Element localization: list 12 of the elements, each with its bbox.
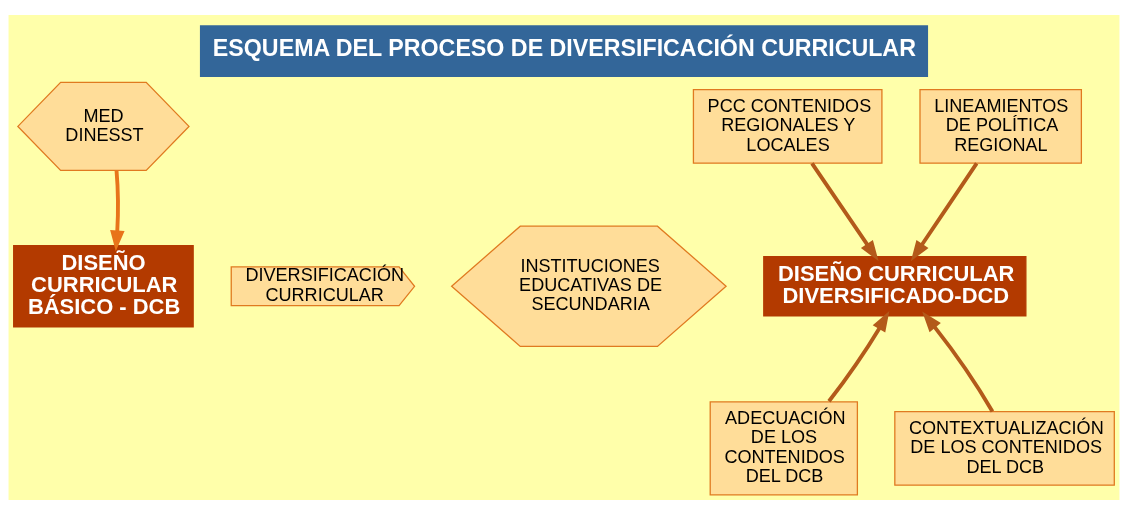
node-box: DISEÑO CURRICULAR DIVERSIFICADO-DCD xyxy=(763,255,1027,317)
node-box: DISEÑO CURRICULAR BÁSICO - DCB xyxy=(13,244,194,328)
arrow xyxy=(110,170,125,251)
node-box: LINEAMIENTOS DE POLÍTICA REGIONAL xyxy=(919,88,1083,164)
node-box: ADECUACIÓN DE LOS CONTENIDOS DEL DCB xyxy=(709,400,859,495)
arrow xyxy=(922,311,995,413)
arrow xyxy=(810,161,879,261)
arrow xyxy=(827,310,890,402)
node-box: PCC CONTENIDOS REGIONALES Y LOCALES xyxy=(692,88,883,164)
node-box: CONTEXTUALIZACIÓN DE LOS CONTENIDOS DEL DCB xyxy=(894,410,1115,486)
arrow xyxy=(910,161,979,261)
diagram-title: ESQUEMA DEL PROCESO DE DIVERSIFICACIÓN CURRICULAR xyxy=(212,34,916,61)
